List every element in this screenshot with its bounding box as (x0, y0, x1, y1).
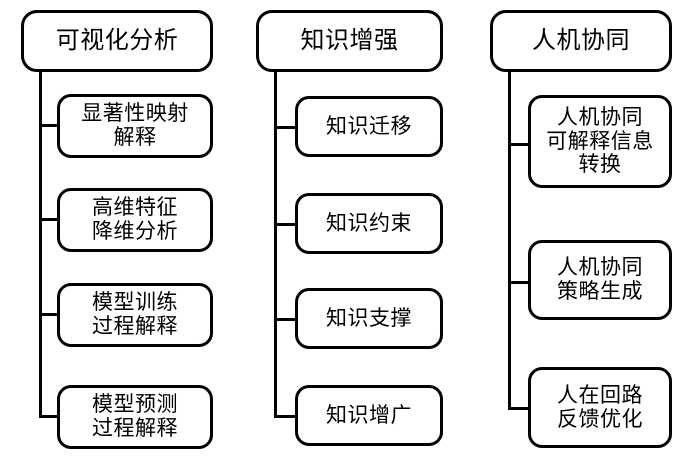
node-root-visual-analysis[interactable]: 可视化分析 (21, 10, 213, 72)
connector-stub-2-4 (274, 415, 295, 418)
node-label: 可视化分析 (55, 27, 179, 54)
connector-stub-3-3 (508, 407, 530, 410)
node-label: 知识约束 (326, 210, 412, 235)
connector-trunk-column-3 (508, 70, 511, 410)
node-label: 人机协同 可解释信息 转换 (546, 105, 654, 177)
node-label: 显著性映射 解释 (81, 101, 189, 149)
connector-trunk-column-1 (39, 70, 42, 418)
node-label: 模型预测 过程解释 (92, 392, 178, 440)
connector-stub-1-4 (39, 415, 59, 418)
node-child-2-3[interactable]: 知识支撑 (295, 288, 443, 349)
connector-stub-2-2 (274, 223, 295, 226)
node-root-knowledge-enhancement[interactable]: 知识增强 (256, 10, 443, 72)
node-label: 知识支撑 (326, 305, 412, 330)
node-child-3-2[interactable]: 人机协同 策略生成 (528, 240, 672, 320)
node-child-2-1[interactable]: 知识迁移 (295, 96, 443, 157)
node-root-human-machine-collaboration[interactable]: 人机协同 (490, 10, 672, 72)
connector-stub-2-3 (274, 318, 295, 321)
node-label: 人机协同 (532, 27, 630, 54)
node-child-2-4[interactable]: 知识增广 (295, 385, 443, 446)
connector-stub-2-1 (274, 126, 295, 129)
node-child-3-1[interactable]: 人机协同 可解释信息 转换 (528, 95, 672, 188)
node-label: 人机协同 策略生成 (557, 255, 643, 303)
node-label: 模型训练 过程解释 (92, 290, 178, 338)
node-child-2-2[interactable]: 知识约束 (295, 193, 443, 254)
connector-stub-1-3 (39, 313, 59, 316)
connector-stub-1-1 (39, 124, 59, 127)
node-child-1-2[interactable]: 高维特征 降维分析 (57, 188, 213, 252)
connector-stub-3-1 (508, 143, 530, 146)
connector-stub-1-2 (39, 218, 59, 221)
connector-stub-3-2 (508, 281, 530, 284)
node-child-1-3[interactable]: 模型训练 过程解释 (57, 283, 213, 347)
node-child-3-3[interactable]: 人在回路 反馈优化 (528, 367, 672, 448)
node-label: 知识增强 (300, 27, 399, 54)
node-label: 知识增广 (326, 402, 412, 427)
node-label: 人在回路 反馈优化 (557, 382, 643, 431)
connector-trunk-column-2 (274, 70, 277, 418)
node-child-1-4[interactable]: 模型预测 过程解释 (57, 385, 213, 449)
node-label: 高维特征 降维分析 (92, 195, 178, 243)
node-child-1-1[interactable]: 显著性映射 解释 (57, 94, 213, 158)
node-label: 知识迁移 (326, 113, 412, 138)
